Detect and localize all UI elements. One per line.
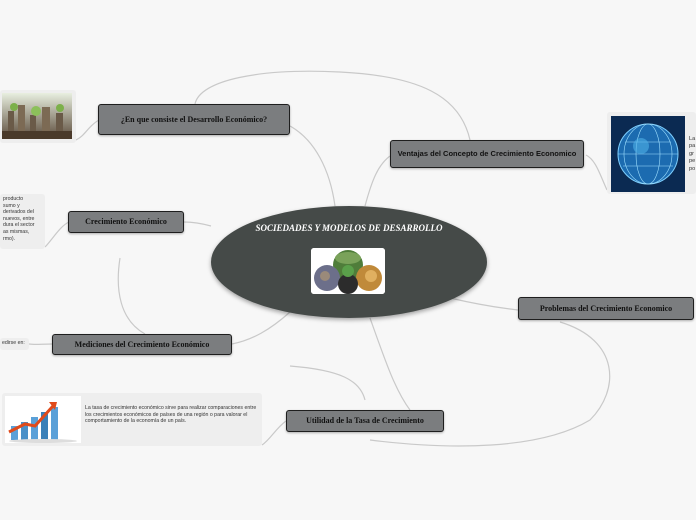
mediciones-note-text: edirse en: (2, 340, 25, 346)
topic-crecimiento-economico-label: Crecimiento Económico (85, 217, 167, 227)
topic-desarrollo-economico-label: ¿En que consiste el Desarrollo Económico… (120, 114, 268, 124)
topic-ventajas-label: Ventajas del Concepto de Crecimiento Eco… (397, 149, 577, 159)
mediciones-note[interactable]: edirse en: (0, 338, 29, 350)
topic-mediciones-label: Mediciones del Crecimiento Económico (74, 339, 210, 349)
topic-ventajas[interactable]: Ventajas del Concepto de Crecimiento Eco… (390, 140, 584, 168)
growth-chart-image (5, 396, 81, 443)
topic-desarrollo-economico[interactable]: ¿En que consiste el Desarrollo Económico… (98, 104, 290, 135)
crecimiento-note-line: producto (3, 196, 24, 202)
ventajas-note-text: La pa gr pe po (689, 136, 695, 173)
topic-problemas[interactable]: Problemas del Crecimiento Economico (518, 297, 694, 320)
crecimiento-note-line: sumo y (3, 202, 20, 209)
ventajas-note[interactable]: La pa gr pe po (607, 112, 696, 194)
crecimiento-note-line: dura el sector (3, 222, 35, 229)
utilidad-note-text: La tasa de crecimiento económico sirve p… (85, 405, 257, 425)
crecimiento-note-line: as mismas, (3, 228, 30, 235)
crecimiento-note-line: rmo). (3, 235, 16, 242)
growth-plants-image (2, 93, 72, 139)
utilidad-note[interactable]: La tasa de crecimiento económico sirve p… (2, 393, 262, 446)
topic-mediciones[interactable]: Mediciones del Crecimiento Económico (52, 334, 232, 355)
crecimiento-note[interactable]: producto sumo y derivados del nuevos, en… (0, 194, 45, 249)
central-topic[interactable]: SOCIEDADES Y MODELOS DE DESARROLLO (211, 206, 487, 318)
ventajas-note-line: La (689, 136, 696, 142)
ventajas-note-line: po (689, 165, 696, 172)
crecimiento-note-line: nuevos, entre (3, 215, 35, 222)
crecimiento-note-line: derivados del (3, 209, 34, 216)
globe-image (611, 116, 685, 192)
topic-problemas-label: Problemas del Crecimiento Economico (539, 303, 673, 313)
development-collage-image (311, 248, 385, 294)
ventajas-note-line: pa (689, 143, 696, 150)
desarrollo-image-card[interactable] (0, 90, 76, 143)
topic-utilidad[interactable]: Utilidad de la Tasa de Crecimiento (286, 410, 444, 432)
ventajas-note-line: pe (689, 158, 696, 165)
central-topic-title: SOCIEDADES Y MODELOS DE DESARROLLO (255, 223, 443, 233)
topic-crecimiento-economico[interactable]: Crecimiento Económico (68, 211, 184, 233)
ventajas-note-line: gr (689, 150, 694, 157)
topic-utilidad-label: Utilidad de la Tasa de Crecimiento (306, 416, 424, 426)
